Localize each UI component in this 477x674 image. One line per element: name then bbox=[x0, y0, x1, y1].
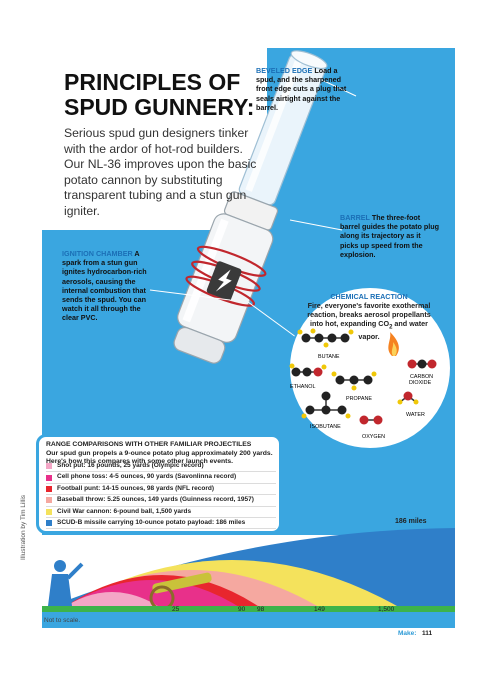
legend-label: Civil War cannon: 6-pound ball, 1,500 ya… bbox=[57, 507, 192, 515]
range-title: RANGE COMPARISONS WITH OTHER FAMILIAR PR… bbox=[46, 441, 252, 448]
callout-text: A spark from a stun gun ignites hydrocar… bbox=[62, 249, 147, 323]
callout-text: Load a spud, and the sharpened front edg… bbox=[256, 66, 347, 112]
isobutane-molecule bbox=[301, 391, 351, 419]
page-title: PRINCIPLES OF SPUD GUNNERY: bbox=[64, 69, 255, 120]
chamber-highlight bbox=[182, 218, 229, 323]
trajectory-arcs bbox=[42, 528, 455, 610]
tick-label: 98 bbox=[257, 606, 265, 613]
legend-swatch bbox=[46, 497, 52, 504]
callout-heading: BARREL bbox=[340, 213, 370, 222]
tick-label: 149 bbox=[314, 606, 325, 613]
ethanol-label: ETHANOL bbox=[290, 384, 315, 390]
range-title-block: RANGE COMPARISONS WITH OTHER FAMILIAR PR… bbox=[46, 441, 276, 467]
legend-label: SCUD-B missile carrying 10-ounce potato … bbox=[57, 518, 246, 526]
water-molecule bbox=[397, 391, 419, 405]
callout-ignition-chamber: IGNITION CHAMBER A spark from a stun gun… bbox=[62, 249, 154, 323]
illustration-credit: Illustration by Tim Lillis bbox=[20, 494, 27, 560]
lightning-bolt-icon bbox=[215, 269, 232, 292]
co2-label-line2: DIOXIDE bbox=[409, 380, 432, 386]
end-cap bbox=[173, 326, 226, 364]
isobutane-label: ISOBUTANE bbox=[310, 424, 341, 430]
legend-swatch bbox=[46, 520, 52, 527]
chemical-reaction-body-end: and water vapor. bbox=[358, 319, 428, 342]
range-subtitle: Our spud gun propels a 9-ounce potato pl… bbox=[46, 449, 273, 466]
chemical-reaction-heading: CHEMICAL REACTION bbox=[330, 292, 408, 301]
ethanol-molecule bbox=[289, 363, 327, 377]
butane-molecule bbox=[297, 328, 354, 348]
butane-label: BUTANE bbox=[318, 354, 340, 360]
callout-text: The three-foot barrel guides the potato … bbox=[340, 213, 440, 259]
legend-item: Civil War cannon: 6-pound ball, 1,500 ya… bbox=[46, 507, 276, 518]
carbon-dioxide-molecule bbox=[407, 359, 437, 369]
legend-swatch bbox=[46, 485, 52, 492]
scale-note: Not to scale. bbox=[44, 617, 81, 624]
co2-label-line1: CARBON bbox=[410, 374, 433, 380]
page-number: 111 bbox=[422, 630, 433, 637]
barrel-highlight bbox=[245, 60, 302, 192]
tick-label: 1,500 bbox=[378, 606, 395, 613]
legend-label: Shot put: 16 pounds, 25 yards (Olympic r… bbox=[57, 462, 204, 469]
tick-label: 25 bbox=[172, 606, 180, 613]
molecule-diagram: BUTANE ETHANOL PROPANE ISOBUTANE OXYGEN … bbox=[289, 328, 437, 440]
legend-item: Baseball throw: 5.25 ounces, 149 yards (… bbox=[46, 495, 276, 507]
chemical-reaction-panel bbox=[288, 286, 452, 450]
callout-heading: BEVELED EDGE bbox=[256, 66, 313, 75]
max-range-label: 186 miles bbox=[395, 518, 427, 525]
legend-item: Cell phone toss: 4-5 ounces, 90 yards (S… bbox=[46, 472, 276, 484]
chemical-reaction-body: Fire, everyone's favorite exothermal rea… bbox=[307, 301, 431, 328]
shotput-arc bbox=[60, 592, 164, 610]
oxygen-label: OXYGEN bbox=[362, 434, 385, 440]
legend-item: Shot put: 16 pounds, 25 yards (Olympic r… bbox=[46, 461, 276, 473]
legend-label: Football punt: 14-15 ounces, 98 yards (N… bbox=[57, 484, 214, 492]
range-legend: Shot put: 16 pounds, 25 yards (Olympic r… bbox=[46, 461, 276, 530]
intro-paragraph: Serious spud gun designers tinker with t… bbox=[64, 126, 257, 218]
oxygen-molecule bbox=[359, 415, 383, 425]
legend-swatch bbox=[46, 508, 52, 515]
tick-label: 90 bbox=[238, 606, 246, 613]
shot-putter-figure bbox=[48, 560, 84, 606]
legend-item: Football punt: 14-15 ounces, 98 yards (N… bbox=[46, 484, 276, 496]
footer-brand: Make: bbox=[398, 630, 417, 637]
legend-item: SCUD-B missile carrying 10-ounce potato … bbox=[46, 518, 276, 530]
propane-label: PROPANE bbox=[346, 396, 372, 402]
propane-molecule bbox=[331, 371, 377, 391]
legend-swatch bbox=[46, 463, 52, 470]
callout-beveled-edge: BEVELED EDGE Load a spud, and the sharpe… bbox=[256, 66, 356, 112]
water-label: WATER bbox=[406, 412, 425, 418]
callout-barrel: BARREL The three-foot barrel guides the … bbox=[340, 213, 440, 259]
ground-axis bbox=[42, 606, 455, 612]
callout-heading: IGNITION CHAMBER bbox=[62, 249, 133, 258]
legend-label: Baseball throw: 5.25 ounces, 149 yards (… bbox=[57, 496, 254, 504]
co2-subscript: 2 bbox=[389, 324, 393, 331]
beveled-edge bbox=[290, 50, 328, 70]
legend-swatch bbox=[46, 474, 52, 481]
legend-label: Cell phone toss: 4-5 ounces, 90 yards (S… bbox=[57, 473, 237, 481]
